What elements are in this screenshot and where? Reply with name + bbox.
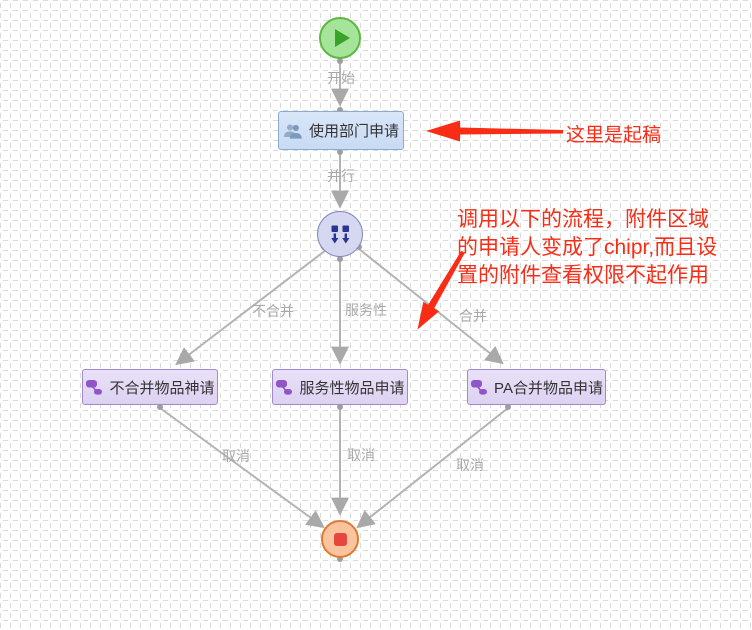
subflow-node-right[interactable]: PA合并物品申请 [467, 369, 606, 405]
annotation-issue-note: 调用以下的流程，附件区域 的申请人变成了chipr,而且设 置的附件查看权限不起… [457, 206, 717, 290]
end-event-node[interactable] [321, 520, 359, 558]
edge-label-branch-right: 合并 [459, 308, 487, 324]
edge-cancel-left[interactable] [159, 407, 325, 529]
start-event-node[interactable] [319, 17, 361, 59]
annotation-issue-line-3: 置的附件查看权限不起作用 [457, 264, 709, 287]
edge-branch-left[interactable] [175, 249, 327, 366]
subprocess-icon [471, 380, 488, 395]
edge-label-cancel-left: 取消 [222, 448, 250, 464]
subflow-left-label: 不合并物品神请 [109, 379, 215, 397]
subflow-right-label: PA合并物品申请 [494, 379, 603, 397]
play-icon [335, 29, 350, 47]
edge-label-branch-middle: 服务性 [345, 302, 387, 318]
stop-icon [333, 532, 347, 546]
subflow-node-middle[interactable]: 服务性物品申请 [272, 369, 408, 405]
edge-label-parallel: 并行 [327, 168, 355, 184]
users-icon [283, 123, 302, 139]
annotation-arrow-left [426, 120, 563, 142]
edge-label-start: 开始 [327, 70, 355, 86]
annotation-issue-line-1: 调用以下的流程，附件区域 [457, 208, 709, 231]
subflow-node-left[interactable]: 不合并物品神请 [82, 369, 218, 405]
parallel-gateway-node[interactable] [317, 211, 363, 257]
draft-task-node[interactable]: 使用部门申请 [278, 111, 404, 150]
edge-label-cancel-right: 取消 [456, 457, 484, 473]
annotation-draft-note: 这里是起稿 [566, 125, 662, 146]
edge-label-cancel-middle: 取消 [347, 447, 375, 463]
parallel-split-icon [330, 225, 349, 243]
edge-label-branch-left: 不合并 [252, 303, 294, 319]
subflow-middle-label: 服务性物品申请 [299, 379, 405, 397]
edge-cancel-right[interactable] [356, 407, 509, 529]
subprocess-icon [276, 380, 293, 395]
subprocess-icon [86, 380, 103, 395]
draft-task-label: 使用部门申请 [308, 123, 399, 140]
annotation-issue-line-2: 的申请人变成了chipr,而且设 [457, 236, 718, 259]
